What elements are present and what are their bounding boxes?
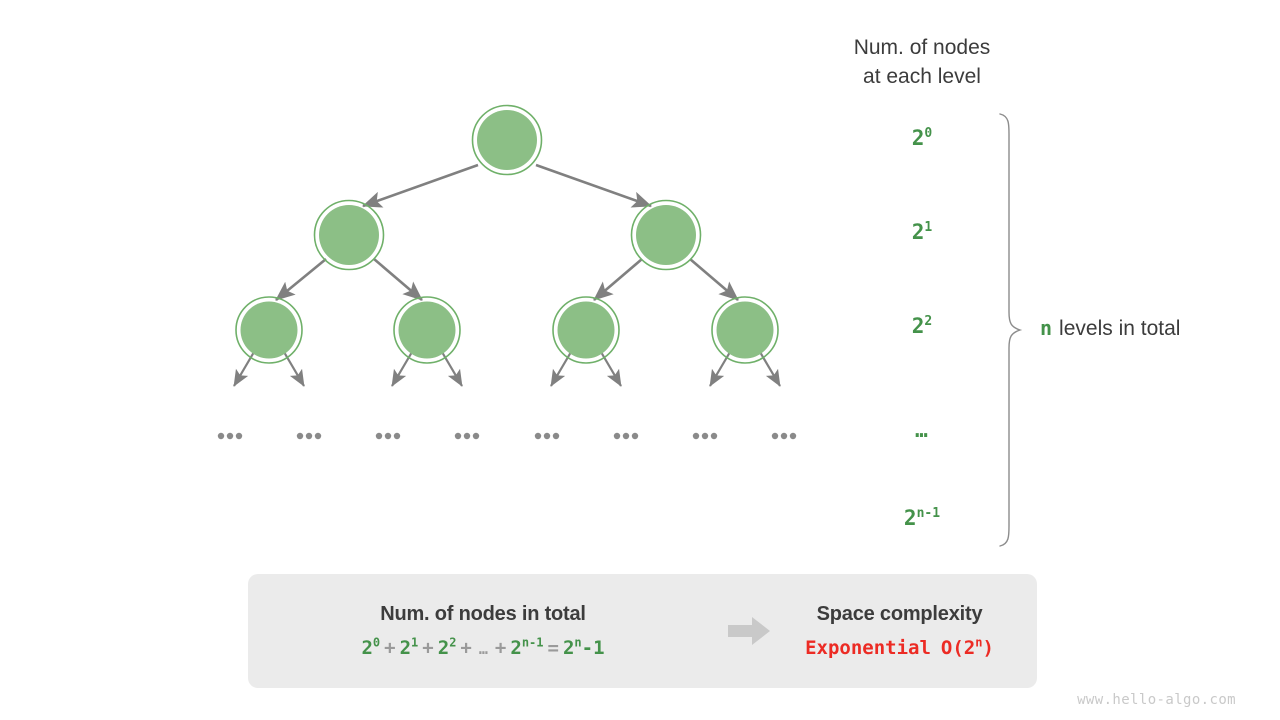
summary-panel: Num. of nodes in total 20+21+22+…+2n‑1=2…: [248, 574, 1037, 688]
summary-arrow-block: [718, 615, 780, 647]
level-count-last: 2n‑1: [852, 506, 992, 530]
tree-ellipsis-7: [771, 432, 797, 440]
tree-node-l2-3: [711, 296, 779, 364]
formula-op-3: +: [494, 637, 507, 659]
summary-left-block: Num. of nodes in total 20+21+22+…+2n‑1=2…: [248, 603, 718, 659]
tree-ellipsis-6: [692, 432, 718, 440]
tree-edges-level-2: [233, 351, 781, 387]
formula-term-3: 2n‑1: [510, 635, 544, 659]
tree-ellipsis-5: [613, 432, 639, 440]
level-count-0: 20: [852, 126, 992, 150]
verdict-notation: O(2n): [940, 635, 994, 659]
formula-term-1: 21: [399, 635, 419, 659]
levels-column-header: Num. of nodes at each level: [853, 36, 991, 88]
tree-edges-level-1: [275, 257, 739, 302]
tree-node-l2-2: [552, 296, 620, 364]
total-nodes-title: Num. of nodes in total: [380, 603, 586, 625]
tree-ellipsis-0: [217, 432, 243, 440]
level-count-0-base: 2: [911, 126, 925, 150]
formula-term-2: 22: [437, 635, 457, 659]
tree-ellipsis-4: [534, 432, 560, 440]
formula-op-2: +: [460, 637, 472, 659]
right-arrow-icon: [728, 617, 770, 645]
formula-ellipsis: …: [478, 640, 488, 658]
levels-brace: [994, 112, 1028, 553]
level-count-ellipsis: …: [852, 418, 992, 442]
space-complexity-title: Space complexity: [816, 603, 983, 625]
total-nodes-formula: 20+21+22+…+2n‑1=2n‑1: [248, 637, 718, 659]
space-complexity-verdict: Exponential O(2n): [780, 637, 1019, 659]
level-count-0-exponent: 0: [924, 126, 933, 141]
formula-op-1: +: [422, 637, 434, 659]
tree-ellipsis-2: [375, 432, 401, 440]
recursion-tree-graphic: [217, 104, 797, 440]
tree-nodes: [235, 104, 779, 364]
tree-ellipsis-row: [217, 432, 797, 440]
brace-icon: [999, 113, 1023, 547]
level-count-2-exponent: 2: [924, 314, 933, 329]
summary-right-block: Space complexity Exponential O(2n): [780, 603, 1037, 659]
level-count-ellipsis-glyph: …: [915, 418, 929, 442]
level-count-1-base: 2: [911, 220, 925, 244]
formula-op-0: +: [384, 637, 396, 659]
tree-node-l1-1: [630, 199, 702, 271]
tree-ellipsis-3: [454, 432, 480, 440]
total-levels-label: n levels in total: [1040, 316, 1180, 341]
total-levels-text: levels in total: [1059, 317, 1181, 340]
tree-ellipsis-1: [296, 432, 322, 440]
tree-node-root: [471, 104, 543, 176]
level-count-last-exponent: n‑1: [916, 506, 941, 521]
total-levels-variable: n: [1040, 316, 1053, 340]
level-count-2-base: 2: [911, 314, 925, 338]
watermark-text: www.hello-algo.com: [1077, 692, 1236, 708]
tree-node-l1-0: [313, 199, 385, 271]
level-count-2: 22: [852, 314, 992, 338]
formula-result: 2n‑1: [562, 635, 605, 659]
tree-edges-level-0: [362, 163, 652, 208]
level-count-1-exponent: 1: [924, 220, 933, 235]
formula-term-0: 20: [361, 635, 381, 659]
level-count-last-base: 2: [903, 506, 917, 530]
tree-node-l2-0: [235, 296, 303, 364]
verdict-word: Exponential: [805, 637, 931, 659]
formula-op-eq: =: [547, 637, 559, 659]
level-count-1: 21: [852, 220, 992, 244]
tree-node-l2-1: [393, 296, 461, 364]
